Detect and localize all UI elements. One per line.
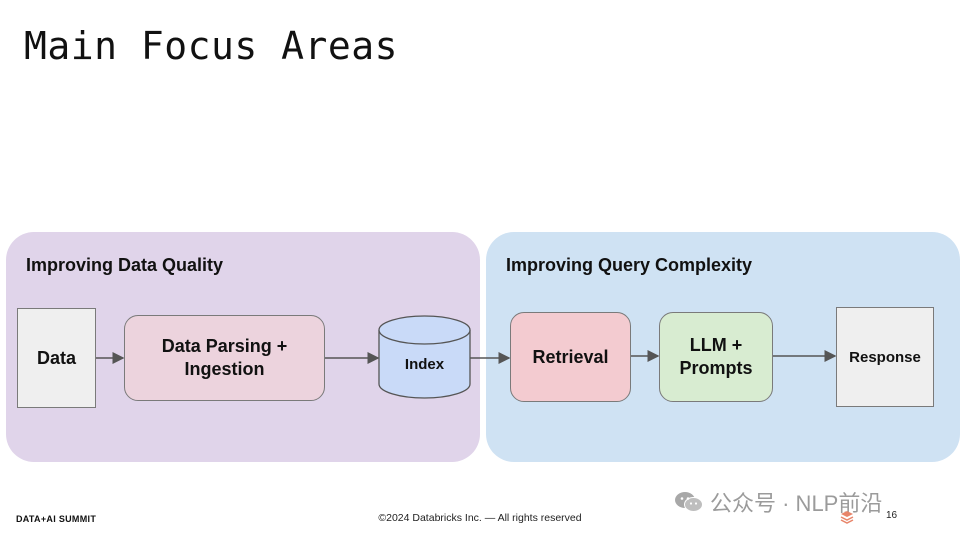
group-label-data-quality: Improving Data Quality bbox=[26, 255, 224, 275]
page-number: 16 bbox=[886, 510, 898, 521]
node-index-label: Index bbox=[404, 356, 445, 373]
node-parsing-label-line2: Ingestion bbox=[184, 359, 265, 379]
node-parsing-label-line1: Data Parsing + bbox=[161, 336, 288, 356]
slide-title: Main Focus Areas bbox=[24, 24, 399, 68]
node-llm-prompts: LLM + Prompts bbox=[659, 312, 773, 402]
node-retrieval: Retrieval bbox=[510, 312, 631, 402]
group-label-query-complexity: Improving Query Complexity bbox=[506, 255, 753, 275]
node-data: Data bbox=[17, 308, 96, 408]
watermark-text: 公众号 · NLP前沿 bbox=[710, 491, 883, 516]
databricks-stack-icon bbox=[840, 511, 854, 524]
node-retrieval-label: Retrieval bbox=[532, 346, 609, 367]
footer-brand-logo: DATA+AI SUMMIT bbox=[16, 514, 97, 524]
node-response: Response bbox=[836, 307, 934, 407]
node-llm-label-line1: LLM + bbox=[689, 335, 743, 355]
footer-copyright: ©2024 Databricks Inc. — All rights reser… bbox=[378, 512, 582, 524]
watermark: 公众号 · NLP前沿 bbox=[674, 486, 882, 518]
wechat-icon bbox=[675, 492, 703, 512]
node-data-parsing: Data Parsing + Ingestion bbox=[124, 315, 325, 401]
node-response-label: Response bbox=[849, 348, 921, 366]
node-data-label: Data bbox=[36, 347, 76, 368]
index-cylinder bbox=[378, 315, 471, 399]
node-llm-label-line2: Prompts bbox=[679, 358, 753, 378]
